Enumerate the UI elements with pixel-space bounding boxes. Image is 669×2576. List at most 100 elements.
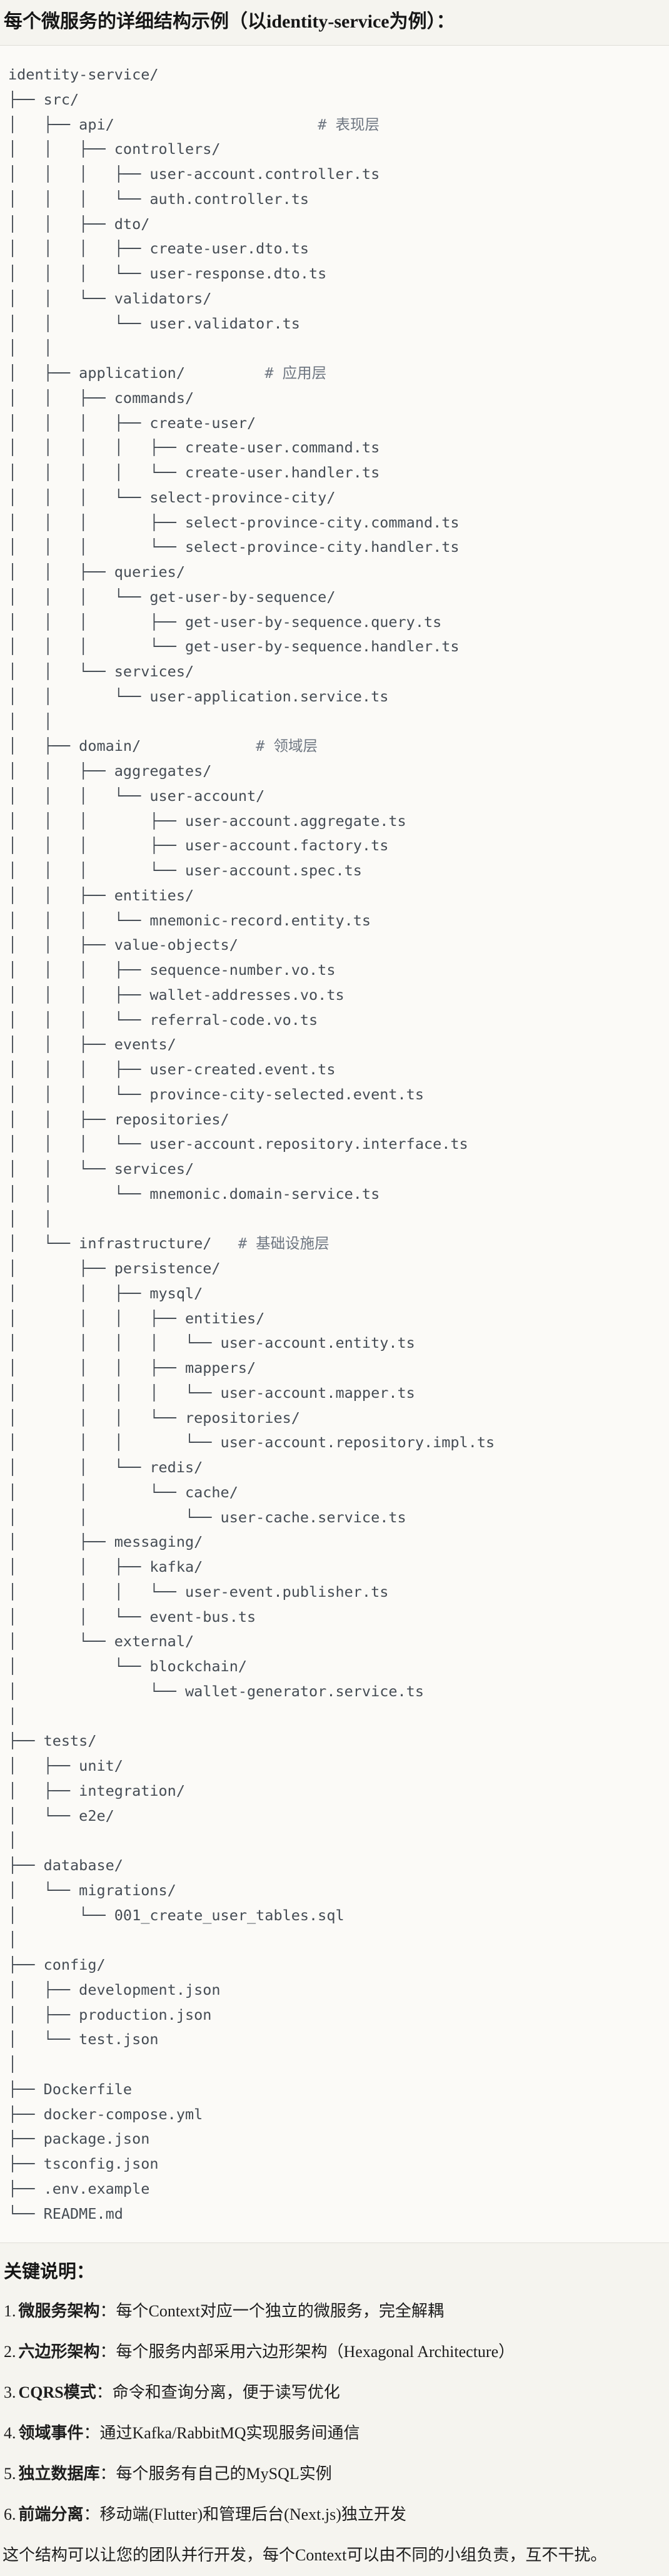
- tree-line: │ │ │ └── repositories/: [8, 1408, 300, 1427]
- tree-line: │ │ │ └── mnemonic-record.entity.ts: [8, 911, 371, 929]
- note-item-number: 1.: [4, 2302, 16, 2321]
- tree-line: │ └── infrastructure/ # 基础设施层: [8, 1235, 329, 1253]
- tree-line: │ │ ├── repositories/: [8, 1110, 229, 1128]
- tree-line: ├── src/: [8, 90, 79, 108]
- tree-line: │ │ ├── controllers/: [8, 140, 221, 158]
- tree-line: │ │ │ ├── get-user-by-sequence.query.ts: [8, 613, 442, 631]
- code-block: identity-service/ ├── src/ │ ├── api/ # 表现…: [0, 45, 669, 2244]
- tree-line: │ │ └── user-application.service.ts: [8, 687, 389, 705]
- tree-line: │ │: [8, 712, 53, 730]
- tree-line: │ │ │ │ └── create-user.handler.ts: [8, 464, 380, 481]
- tree-line: │ │ │ └── user-account.spec.ts: [8, 862, 362, 879]
- tree-line: ├── tsconfig.json: [8, 2155, 159, 2172]
- note-item-number: 2.: [4, 2343, 16, 2361]
- tree-comment: # 表现层: [318, 115, 380, 133]
- tree-line: │ └── blockchain/: [8, 1657, 248, 1675]
- tree-line: │ │ ├── events/: [8, 1036, 176, 1054]
- tree-line: │ │ │ │ ├── create-user.command.ts: [8, 439, 380, 457]
- tree-line: │ │ │ └── get-user-by-sequence/: [8, 588, 336, 606]
- tree-line: │ ├── application/ # 应用层: [8, 364, 327, 382]
- tree-line: ├── config/: [8, 1956, 106, 1973]
- note-item: 2.六边形架构：每个服务内部采用六边形架构（Hexagonal Architec…: [4, 2343, 515, 2361]
- tree-comment: # 应用层: [264, 364, 327, 382]
- tree-line: identity-service/: [8, 66, 159, 83]
- tree-line: │ │: [8, 339, 53, 357]
- tree-line: │ │ │ └── referral-code.vo.ts: [8, 1011, 318, 1029]
- tree-line: │ │ │ ├── wallet-addresses.vo.ts: [8, 985, 345, 1004]
- note-item-number: 5.: [4, 2465, 16, 2483]
- note-item: 3.CQRS模式：命令和查询分离，便于读写优化: [4, 2383, 340, 2402]
- tree-line: │ ├── development.json: [8, 1980, 221, 1998]
- tree-line: └── README.md: [8, 2204, 123, 2222]
- tree-line: │ │ └── user.validator.ts: [8, 314, 300, 332]
- tree-line: │ │ └── services/: [8, 1160, 194, 1178]
- note-item-number: 4.: [4, 2424, 16, 2443]
- tree-line: │ │ │ ├── user-account.factory.ts: [8, 837, 389, 855]
- tree-line: ├── docker-compose.yml: [8, 2105, 203, 2123]
- note-item: 5.独立数据库：每个服务有自己的MySQL实例: [4, 2465, 332, 2483]
- tree-line: │ ├── integration/: [8, 1781, 185, 1800]
- note-item-term: 独立数据库: [18, 2465, 100, 2483]
- tree-line: │ └── migrations/: [8, 1881, 176, 1899]
- directory-tree: identity-service/ ├── src/ │ ├── api/ # 表现…: [0, 46, 669, 2243]
- notes-heading: 关键说明：: [4, 2262, 95, 2283]
- tree-line: ├── .env.example: [8, 2179, 150, 2197]
- tree-line: │ │: [8, 1209, 53, 1228]
- tree-line: │ │ └── cache/: [8, 1483, 238, 1501]
- tree-line: ├── package.json: [8, 2130, 150, 2148]
- tree-line: │ └── test.json: [8, 2030, 159, 2049]
- tree-line: │ └── wallet-generator.service.ts: [8, 1682, 424, 1700]
- note-item-term: CQRS模式: [18, 2383, 96, 2402]
- notes-section: 关键说明： 1.微服务架构：每个Context对应一个独立的微服务，完全解耦 2.…: [0, 2259, 669, 2564]
- note-item: 6.前端分离：移动端(Flutter)和管理后台(Next.js)独立开发: [4, 2505, 406, 2524]
- tree-line: │ │ │ └── user-event.publisher.ts: [8, 1582, 389, 1601]
- tree-line: │ │ │ └── user-account.repository.interf…: [8, 1135, 468, 1153]
- tree-line: │: [8, 1707, 18, 1725]
- note-item-number: 6.: [4, 2505, 16, 2524]
- note-item: 1.微服务架构：每个Context对应一个独立的微服务，完全解耦: [4, 2302, 444, 2321]
- tree-line: │ └── 001_create_user_tables.sql: [8, 1906, 345, 1924]
- note-item: 4.领域事件：通过Kafka/RabbitMQ实现服务间通信: [4, 2424, 360, 2443]
- tree-line: │ │ │ ├── user-created.event.ts: [8, 1061, 336, 1078]
- tree-line: │ └── e2e/: [8, 1806, 114, 1825]
- tree-line: │ │ │ ├── user-account.controller.ts: [8, 165, 380, 183]
- tree-line: │ │ ├── aggregates/: [8, 762, 212, 780]
- tree-line: │ │ ├── kafka/: [8, 1558, 203, 1576]
- tree-line: │ │ │ │ └── user-account.mapper.ts: [8, 1383, 415, 1402]
- tree-line: │ │ │ └── user-account.repository.impl.t…: [8, 1433, 495, 1452]
- tree-line: │ ├── persistence/: [8, 1260, 221, 1277]
- tree-line: │ └── external/: [8, 1632, 194, 1651]
- tree-line: │ │ └── validators/: [8, 289, 212, 307]
- tree-line: │ │ │ └── select-province-city.handler.t…: [8, 538, 460, 556]
- tree-line: ├── Dockerfile: [8, 2080, 133, 2098]
- notes-footer: 这个结构可以让您的团队并行开发，每个Context可以由不同的小组负责，互不干扰…: [3, 2546, 607, 2565]
- tree-line: ├── database/: [8, 1856, 123, 1874]
- tree-line: │ │ ├── entities/: [8, 886, 194, 904]
- tree-line: │ │ │ ├── mappers/: [8, 1359, 256, 1377]
- tree-line: │ ├── unit/: [8, 1757, 123, 1774]
- tree-line: │ │ └── redis/: [8, 1459, 203, 1476]
- tree-line: │ ├── api/ # 表现层: [8, 115, 380, 133]
- tree-comment: # 基础设施层: [238, 1235, 329, 1253]
- tree-line: │ │ │ └── auth.controller.ts: [8, 190, 309, 208]
- tree-line: │ │ │ ├── select-province-city.command.t…: [8, 513, 460, 531]
- note-item-term: 领域事件: [18, 2424, 84, 2443]
- tree-line: │ │ │ └── select-province-city/: [8, 488, 336, 506]
- tree-line: │: [8, 1831, 18, 1850]
- tree-line: │ ├── domain/ # 领域层: [8, 737, 318, 755]
- tree-line: │ │ │ └── user-response.dto.ts: [8, 265, 327, 282]
- tree-line: │ │ ├── mysql/: [8, 1284, 203, 1302]
- tree-line: │ │ │ └── get-user-by-sequence.handler.t…: [8, 638, 460, 656]
- tree-line: │ │ ├── commands/: [8, 389, 194, 407]
- tree-line: │ │ │ └── province-city-selected.event.t…: [8, 1085, 424, 1103]
- tree-line: │ │ └── mnemonic.domain-service.ts: [8, 1184, 380, 1203]
- tree-line: │ │ │ └── user-account/: [8, 787, 265, 805]
- note-item-term: 六边形架构: [18, 2343, 100, 2361]
- tree-line: │ │ │ │ └── user-account.entity.ts: [8, 1334, 415, 1352]
- page-title: 每个微服务的详细结构示例（以identity-service为例）：: [4, 11, 455, 32]
- tree-line: │ │ └── event-bus.ts: [8, 1607, 256, 1626]
- tree-line: │ │ └── services/: [8, 663, 194, 680]
- note-item-term: 微服务架构: [18, 2302, 100, 2321]
- tree-line: │: [8, 1931, 18, 1949]
